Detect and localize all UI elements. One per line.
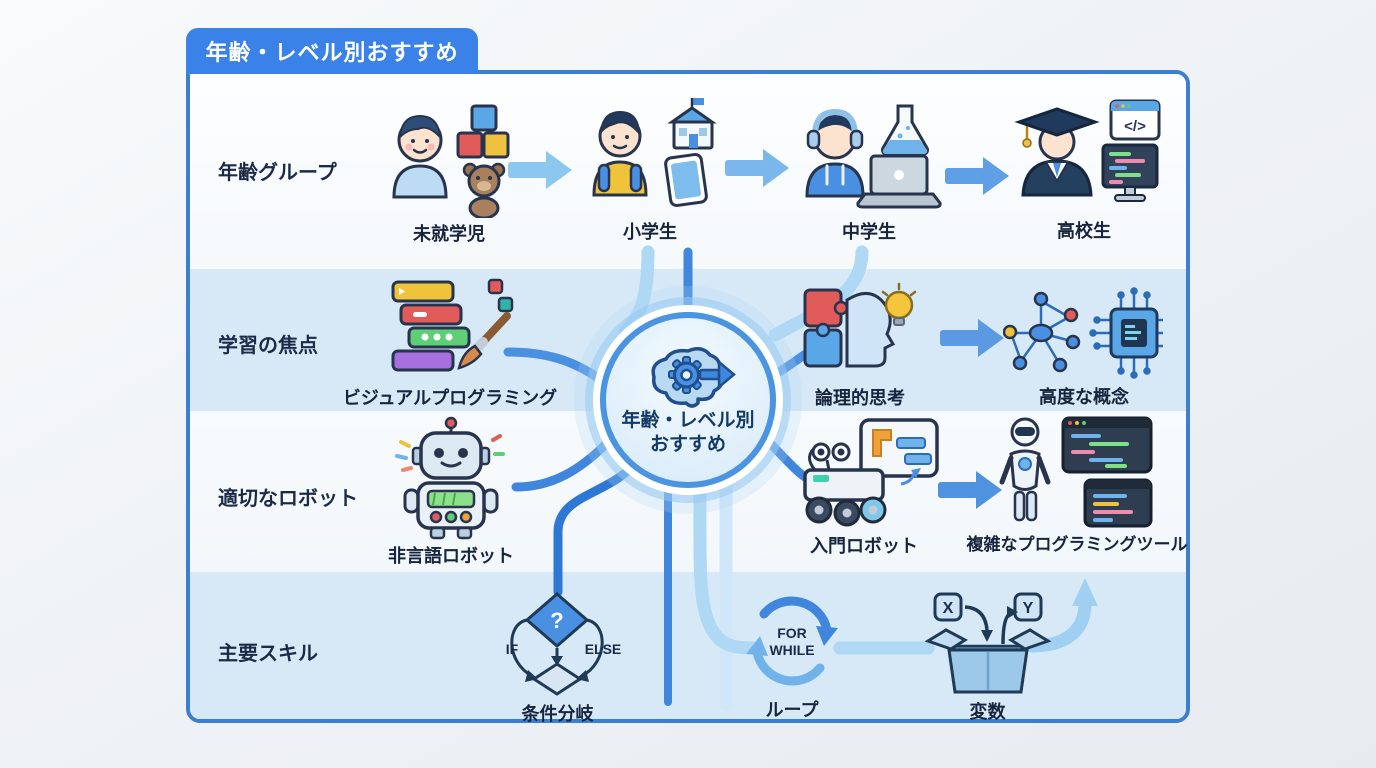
center-hub: 年齢・レベル別 おすすめ [600, 312, 776, 488]
label-conditional-branch: 条件分岐 [521, 704, 594, 724]
code-blocks-icon [391, 280, 471, 372]
brain-gear-arrow-icon [651, 347, 736, 408]
flask-icon [880, 104, 930, 156]
logical-thinking-icon [803, 282, 917, 368]
node-junior-high: 中学生 [795, 98, 943, 244]
loop-icon: FOR WHILE [746, 596, 838, 686]
label-advanced-concepts: 高度な概念 [1039, 387, 1129, 407]
network-icon [1003, 291, 1081, 373]
svg-text:</>: </> [1124, 118, 1146, 135]
label-variables: 変数 [969, 702, 1006, 722]
code-window-icon: </> [1109, 99, 1161, 141]
intro-robot-icon [803, 418, 939, 527]
title-tab: 年齢・レベル別おすすめ [186, 28, 478, 74]
label-preschooler: 未就学児 [413, 224, 485, 244]
for-label: FOR [777, 625, 807, 641]
student-icon [592, 110, 648, 197]
complex-programming-tools-icon [999, 416, 1153, 528]
variables-icon: X Y [924, 592, 1052, 694]
conditional-branch-icon: ? IF ELSE [506, 592, 622, 696]
monitor-icon [1101, 143, 1159, 202]
high-school-student-icon: </> [1014, 99, 1161, 202]
child-face-icon [392, 114, 448, 199]
label-nonverbal-robot: 非言語ロボット [388, 546, 514, 566]
graduate-icon [1014, 107, 1100, 197]
sparkle-marks [395, 434, 505, 472]
preschooler-icon [392, 104, 510, 218]
toy-blocks-icon [456, 104, 510, 159]
row-label-learning-focus: 学習の焦点 [218, 335, 318, 357]
puzzle-head-icon [803, 288, 896, 368]
node-preschooler: 未就学児 [383, 100, 515, 246]
while-label: WHILE [769, 642, 814, 658]
row-label-key-skills: 主要スキル [218, 643, 318, 665]
advanced-concepts-icon [1003, 287, 1163, 379]
row-label-age-group: 年齢グループ [218, 162, 337, 184]
node-intro-robot: 入門ロボット [785, 418, 943, 558]
label-loop: ループ [765, 700, 819, 720]
label-junior-high: 中学生 [842, 222, 896, 242]
node-logical-thinking: 論理的思考 [795, 282, 925, 410]
node-variables: X Y 変数 [915, 588, 1060, 724]
node-advanced-concepts: 高度な概念 [1000, 285, 1168, 409]
center-label-line2: おすすめ [649, 434, 726, 455]
title-tab-label: 年齢・レベル別おすすめ [205, 40, 459, 65]
node-high-school: </> 高校生 [1005, 95, 1163, 243]
var-y-label: Y [1023, 600, 1034, 617]
row-label-suitable-robot: 適切なロボット [218, 488, 358, 510]
coding-tablet-icon [859, 418, 939, 486]
node-complex-tools: 複雑なプログラミングツール [958, 416, 1196, 555]
nonverbal-robot-icon [395, 416, 505, 540]
label-visual-programming: ビジュアルプログラミング [342, 388, 558, 408]
var-x-label: X [943, 600, 954, 617]
junior-high-student-icon [805, 104, 942, 209]
laptop-icon [856, 154, 942, 209]
paintbrush-icon [457, 278, 514, 370]
node-elementary: 小学生 [580, 98, 720, 244]
label-complex-tools: 複雑なプログラミングツール [966, 535, 1188, 554]
elementary-student-icon [592, 98, 717, 207]
center-label-line1: 年齢・レベル別 [621, 410, 755, 432]
humanoid-robot-icon [999, 417, 1051, 522]
if-label: IF [506, 641, 519, 657]
hoodie-student-icon [805, 108, 865, 198]
school-icon [667, 98, 717, 150]
node-conditional-branch: ? IF ELSE 条件分岐 [490, 590, 625, 726]
visual-programming-icon [391, 278, 514, 372]
label-elementary: 小学生 [623, 222, 677, 242]
else-label: ELSE [585, 641, 622, 657]
arrow-right-icon [698, 359, 736, 390]
tablet-icon [664, 153, 708, 207]
code-window-dark-icon [1061, 416, 1153, 474]
svg-text:?: ? [550, 608, 563, 633]
chip-icon [1089, 287, 1163, 379]
lightbulb-icon [881, 282, 917, 326]
teddy-bear-icon [462, 162, 506, 218]
label-logical-thinking: 論理的思考 [815, 388, 905, 408]
label-intro-robot: 入門ロボット [810, 536, 918, 556]
node-loop: FOR WHILE ループ [736, 588, 848, 722]
label-high-school: 高校生 [1057, 221, 1111, 241]
node-visual-programming: ビジュアルプログラミング [330, 278, 570, 410]
code-window-dark2-icon [1083, 478, 1153, 528]
node-nonverbal-robot: 非言語ロボット [388, 416, 514, 568]
